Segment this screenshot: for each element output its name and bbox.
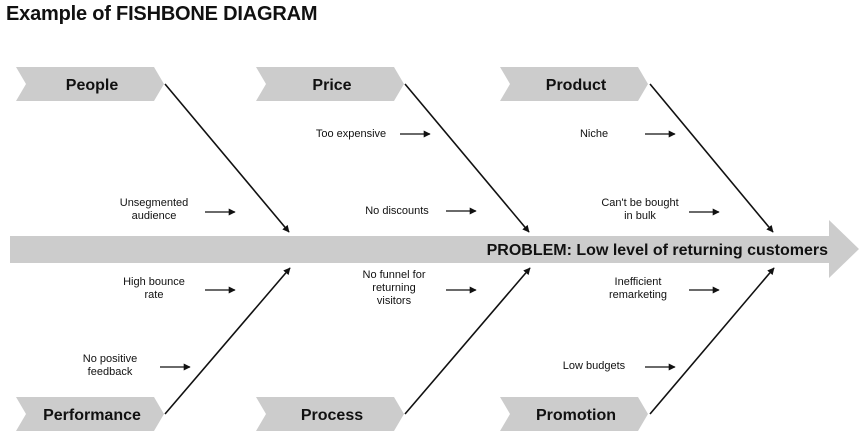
category-banner-price bbox=[256, 67, 404, 101]
cause-line: No discounts bbox=[365, 205, 429, 217]
cause-line: remarketing bbox=[609, 289, 667, 301]
bone-people bbox=[164, 83, 290, 233]
cause-price-2: No discounts bbox=[365, 205, 429, 217]
cause-line: Niche bbox=[580, 128, 608, 140]
bone-price bbox=[404, 83, 530, 233]
spine-arrow bbox=[10, 220, 859, 278]
cause-line: High bounce bbox=[123, 276, 185, 288]
bone-product bbox=[649, 83, 774, 233]
bone-process bbox=[404, 267, 531, 415]
category-label-people: People bbox=[66, 77, 119, 94]
category-banner-people bbox=[16, 67, 164, 101]
cause-line: feedback bbox=[88, 366, 133, 378]
bone-performance bbox=[164, 267, 291, 415]
cause-line: Inefficient bbox=[615, 276, 662, 288]
cause-line: visitors bbox=[377, 295, 412, 307]
cause-line: Can't be bought bbox=[601, 197, 678, 209]
cause-line: No positive bbox=[83, 353, 137, 365]
category-label-product: Product bbox=[546, 77, 607, 94]
category-label-performance: Performance bbox=[43, 407, 141, 424]
bone-promotion bbox=[649, 267, 775, 415]
cause-line: No funnel for bbox=[363, 269, 426, 281]
cause-line: returning bbox=[372, 282, 415, 294]
cause-line: Unsegmented bbox=[120, 197, 189, 209]
diagram-title: Example of FISHBONE DIAGRAM bbox=[6, 3, 318, 25]
category-label-promotion: Promotion bbox=[536, 407, 616, 424]
category-banner-promotion bbox=[500, 397, 648, 431]
cause-line: rate bbox=[145, 289, 164, 301]
cause-product-1: Niche bbox=[580, 128, 608, 140]
cause-line: in bulk bbox=[624, 210, 656, 222]
cause-line: audience bbox=[132, 210, 177, 222]
category-label-process: Process bbox=[301, 407, 363, 424]
category-banner-performance bbox=[16, 397, 164, 431]
cause-promotion-2: Low budgets bbox=[563, 360, 626, 372]
category-label-price: Price bbox=[312, 77, 351, 94]
category-banner-product bbox=[500, 67, 648, 101]
category-banner-process bbox=[256, 397, 404, 431]
cause-line: Too expensive bbox=[316, 128, 386, 140]
problem-statement: PROBLEM: Low level of returning customer… bbox=[487, 242, 828, 259]
cause-price-1: Too expensive bbox=[316, 128, 386, 140]
cause-line: Low budgets bbox=[563, 360, 626, 372]
